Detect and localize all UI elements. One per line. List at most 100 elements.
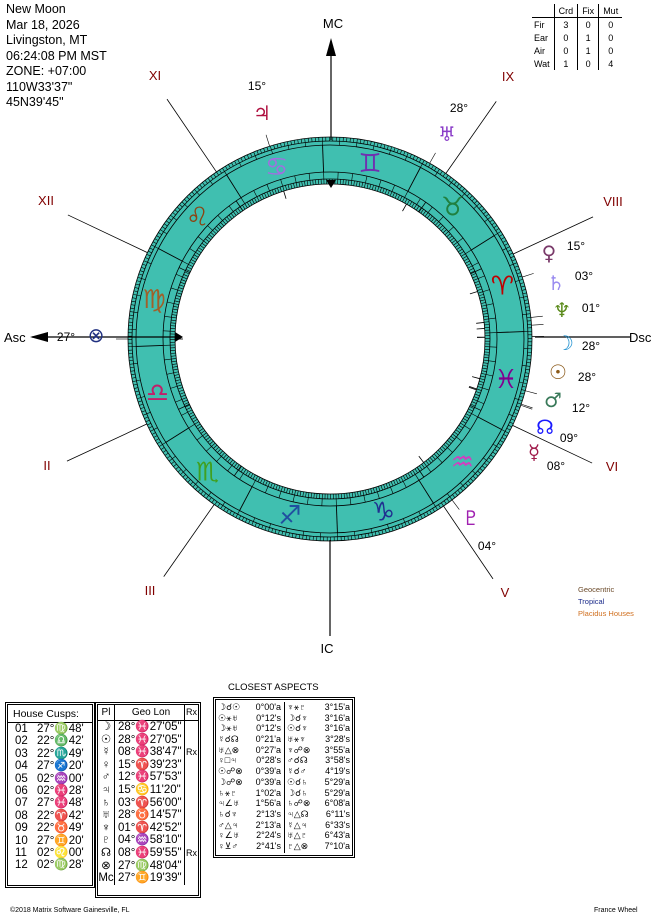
- planet-longitude: 27°♊19'39": [115, 872, 185, 885]
- degree-tick: [189, 261, 195, 265]
- aspect-orb: 6°08'a: [324, 798, 350, 809]
- degree-tick: [132, 293, 141, 297]
- degree-tick: [179, 284, 185, 287]
- aspect-glyphs: ☉☍⊗: [218, 766, 243, 777]
- degree-tick: [435, 451, 440, 456]
- degree-tick: [135, 283, 140, 286]
- degree-tick: [519, 296, 528, 299]
- degree-tick: [363, 139, 365, 144]
- degree-tick: [453, 431, 459, 436]
- degree-tick: [372, 487, 375, 493]
- degree-tick: [246, 201, 250, 207]
- degree-tick: [175, 379, 181, 382]
- aspect-row: ♀∠♅2°24's: [218, 830, 284, 841]
- planet-longitude: 08°♓59'55": [115, 846, 185, 860]
- degree-tick: [384, 529, 387, 534]
- sign-boundary: [322, 145, 325, 173]
- degree-tick: [461, 190, 468, 197]
- degree-tick: [235, 510, 240, 518]
- degree-tick: [472, 475, 477, 480]
- degree-tick: [179, 392, 185, 395]
- aspect-row: ♅⚹♆3°28's: [287, 734, 353, 745]
- degree-tick: [205, 238, 210, 243]
- degree-tick: [375, 486, 380, 499]
- aspect-orb: 6°43'a: [324, 830, 350, 841]
- degree-tick: [308, 173, 311, 186]
- house-cusp-position: 27°♐20': [37, 760, 84, 773]
- degree-tick: [213, 444, 218, 449]
- degree-tick: [384, 189, 388, 195]
- chart-info: New Moon Mar 18, 2026 Livingston, MT 06:…: [6, 2, 107, 111]
- degree-tick: [288, 488, 291, 494]
- degree-tick: [164, 358, 177, 361]
- aspect-orb: 0°12's: [256, 712, 281, 723]
- degree-tick: [129, 311, 138, 313]
- zodiac-sign-glyph: ♍: [142, 285, 165, 315]
- degree-tick: [130, 307, 135, 310]
- degree-tick: [419, 465, 423, 470]
- aspect-orb: 6°33's: [325, 819, 350, 830]
- degree-tick: [278, 486, 283, 499]
- degree-tick: [404, 198, 408, 204]
- degree-tick: [183, 198, 188, 203]
- chart-type-label: France Wheel: [594, 907, 638, 914]
- degree-tick: [220, 501, 226, 509]
- degree-tick: [170, 287, 183, 292]
- degree-tick: [520, 282, 525, 285]
- degree-tick: [483, 315, 489, 318]
- degree-tick: [225, 456, 229, 461]
- aspect-glyphs: ☿☌☊: [218, 734, 239, 745]
- zodiac-sign-glyph: ♏: [196, 457, 219, 487]
- degree-tick: [519, 381, 528, 385]
- degree-tick: [200, 490, 204, 495]
- degree-tick: [188, 193, 193, 198]
- degree-tick: [178, 287, 184, 290]
- degree-tick: [405, 474, 409, 479]
- degree-tick: [247, 471, 251, 477]
- degree-tick: [129, 363, 138, 365]
- house-number: 01: [15, 723, 28, 735]
- degree-tick: [305, 492, 307, 498]
- degree-tick: [459, 251, 465, 255]
- planet-glyph-jupiter: ♃: [253, 101, 271, 125]
- planet-longitude: 15°♈39'23": [115, 758, 185, 772]
- degree-tick: [458, 248, 463, 253]
- sign-boundary: [477, 416, 502, 430]
- house-numeral: XII: [38, 193, 54, 208]
- degree-tick: [272, 483, 276, 489]
- degree-tick: [186, 196, 190, 200]
- degree-tick: [210, 175, 214, 180]
- degree-tick: [145, 419, 150, 423]
- degree-tick: [219, 450, 223, 455]
- cell: 4: [598, 57, 623, 70]
- degree-tick: [229, 510, 232, 515]
- house-numeral: II: [43, 458, 50, 473]
- degree-tick: [241, 517, 245, 521]
- degree-tick: [499, 440, 504, 443]
- degree-tick: [366, 183, 369, 189]
- degree-tick: [453, 181, 457, 185]
- degree-tick: [208, 497, 212, 501]
- aspect-orb: 3°16'a: [324, 723, 350, 734]
- degree-tick: [469, 195, 473, 199]
- cell: 0: [553, 44, 578, 57]
- ring-circle: [131, 140, 529, 538]
- degree-tick: [441, 446, 446, 450]
- degree-tick: [180, 469, 187, 475]
- retrograde-flag: [185, 721, 198, 734]
- aspect-glyphs: ☽☌☉: [218, 702, 241, 712]
- degree-tick: [166, 371, 179, 375]
- aspect-row: ☿☌♂4°19's: [287, 766, 353, 777]
- degree-tick: [358, 181, 361, 187]
- aspect-row: ♇△⊗7°10'a: [287, 841, 353, 852]
- degree-tick: [478, 383, 484, 386]
- degree-tick: [412, 470, 420, 481]
- retrograde-flag: [185, 771, 198, 784]
- aspect-glyphs: ☿☌♂: [287, 766, 307, 777]
- aspect-orb: 0°00'a: [255, 702, 281, 712]
- degree-tick: [431, 217, 435, 222]
- degree-tick: [278, 485, 281, 491]
- degree-tick: [179, 204, 183, 208]
- degree-tick: [235, 209, 239, 215]
